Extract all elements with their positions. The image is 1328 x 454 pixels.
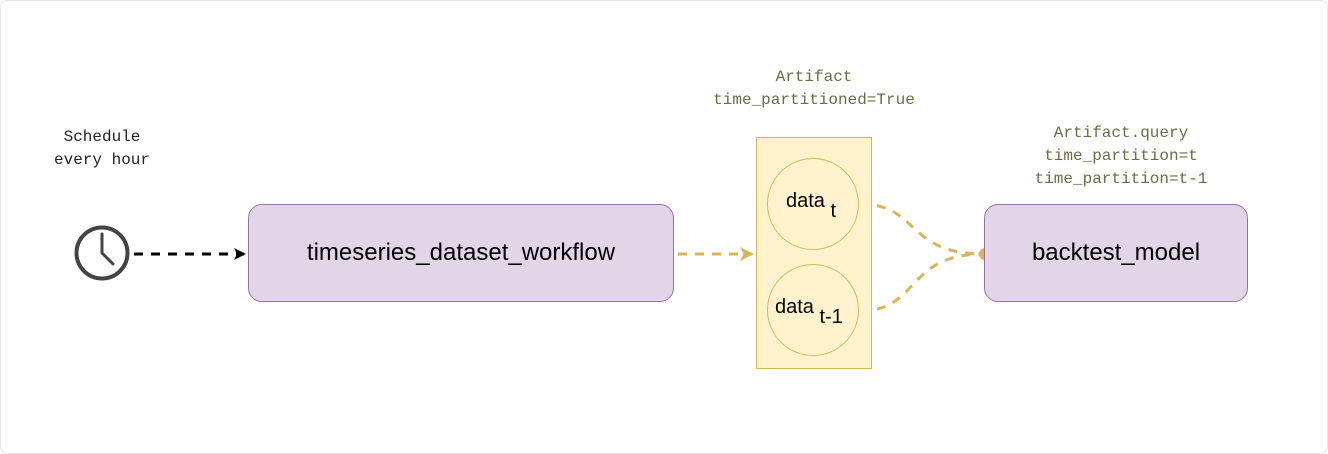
schedule-label: Schedule every hour xyxy=(22,126,182,172)
data-t-subscript: t xyxy=(830,200,837,222)
workflow-label: timeseries_dataset_workflow xyxy=(306,239,616,266)
data-t-label: data t xyxy=(786,190,836,222)
backtest-label: backtest_model xyxy=(1031,239,1201,266)
backtest-node[interactable]: backtest_model xyxy=(984,204,1248,302)
query-label: Artifact.query time_partition=t time_par… xyxy=(986,122,1256,191)
data-t-partition[interactable] xyxy=(767,158,859,250)
artifact-line-2: time_partitioned=True xyxy=(713,91,915,109)
query-line-1: Artifact.query xyxy=(1053,124,1189,142)
schedule-line-2: every hour xyxy=(53,151,150,169)
data-t1-query-connector xyxy=(859,252,985,313)
data-t1-subscript: t-1 xyxy=(819,306,843,328)
query-line-2: time_partition=t xyxy=(1044,147,1198,165)
query-line-3: time_partition=t-1 xyxy=(1034,170,1208,188)
data-t-query-connector xyxy=(859,202,985,256)
clock-icon xyxy=(74,225,130,281)
data-t-minus-1-partition[interactable] xyxy=(767,264,859,356)
data-t1-label: data t-1 xyxy=(775,296,843,328)
schedule-line-1: Schedule xyxy=(63,128,141,146)
artifact-label: Artifact time_partitioned=True xyxy=(664,66,964,112)
data-t-name: data xyxy=(786,190,825,212)
data-t1-name: data xyxy=(775,296,814,318)
workflow-node[interactable]: timeseries_dataset_workflow xyxy=(248,204,674,302)
artifact-line-1: Artifact xyxy=(775,68,853,86)
